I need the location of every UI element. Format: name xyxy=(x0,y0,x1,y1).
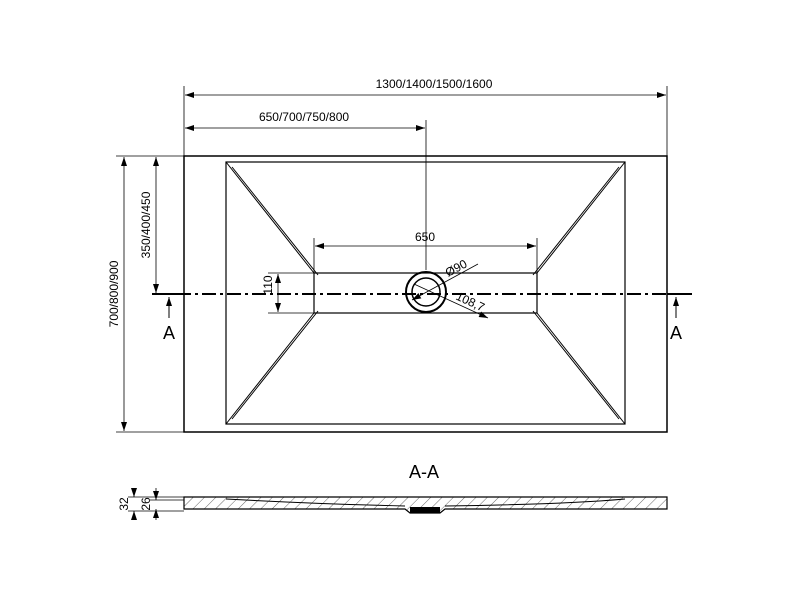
dim-channel-width xyxy=(268,272,314,314)
plan-view: A A 1300/1400/1500/1600 650/700/750/800 … xyxy=(107,77,692,433)
section-label-right: A xyxy=(670,323,682,343)
section-height-total: 32 xyxy=(117,497,131,511)
section-height-body: 26 xyxy=(139,497,153,511)
dim-section-heights xyxy=(128,488,184,520)
drain xyxy=(405,271,447,313)
channel-length-label: 650 xyxy=(415,230,435,244)
half-width-label: 650/700/750/800 xyxy=(259,110,349,124)
section-drain xyxy=(410,507,440,513)
dim-drain-diameter xyxy=(411,263,489,319)
section-view: 32 26 xyxy=(117,488,668,520)
dim-overall-width xyxy=(183,86,668,156)
slope-lines xyxy=(225,161,626,425)
section-label-left: A xyxy=(163,323,175,343)
tray-basin xyxy=(225,161,626,425)
dim-overall-depth xyxy=(116,155,184,433)
overall-depth-label: 700/800/900 xyxy=(107,260,121,327)
section-basin-surface xyxy=(225,498,626,507)
section-title: A-A xyxy=(409,462,439,482)
overall-width-label: 1300/1400/1500/1600 xyxy=(376,77,493,91)
dim-channel-length xyxy=(313,238,538,273)
channel-width-label: 110 xyxy=(261,275,275,294)
dim-half-width xyxy=(185,120,427,270)
section-arrow-left xyxy=(152,293,184,318)
drain-outer-label: 108,7 xyxy=(454,289,487,315)
section-arrow-right xyxy=(667,293,692,318)
half-depth-label: 350/400/450 xyxy=(139,191,153,258)
